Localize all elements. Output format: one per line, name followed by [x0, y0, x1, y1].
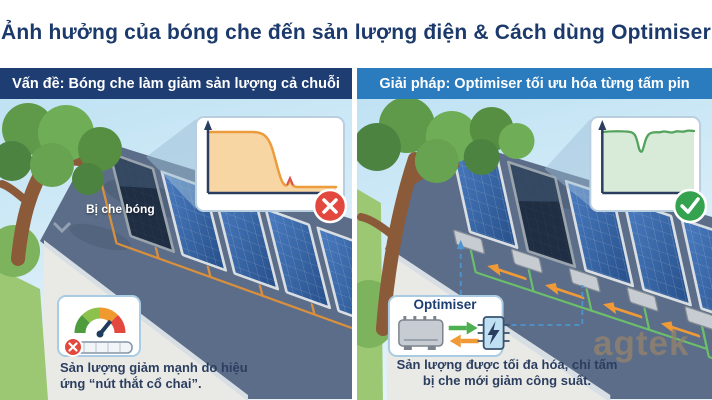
solar-array: [98, 151, 352, 347]
roof-chevron-icon: [52, 221, 72, 234]
x-badge-icon: [312, 188, 348, 224]
output-drop-chart-card: [195, 116, 348, 224]
problem-caption: Sản lượng giảm mạnh do hiệu ứng “nút thắ…: [60, 360, 248, 392]
optimiser-card-title: Optimiser: [413, 297, 477, 312]
solution-caption: Sản lượng được tối đa hóa, chỉ tấm bị ch…: [396, 357, 618, 389]
optimizer-boxes: [453, 229, 712, 331]
gauge-card: [57, 295, 141, 357]
problem-panel: Vấn đề: Bóng che làm giảm sản lượng cả c…: [0, 68, 352, 400]
chart-beam: [544, 119, 591, 207]
progress-x-icon: [63, 337, 83, 357]
arrow-right-icon: [448, 321, 478, 335]
lit-panels: [160, 170, 352, 328]
solution-panel: Giải pháp: Optimiser tối ưu hóa từng tấm…: [357, 68, 712, 400]
dashed-arrowhead-icon: [456, 240, 465, 249]
optimizer-device-icon: [398, 316, 444, 350]
arrow-left-icon: [449, 334, 479, 348]
tree-foliage: [357, 99, 535, 183]
roof-fascia: [44, 240, 248, 400]
tree-foliage: [0, 103, 122, 195]
dashed-links: [459, 249, 584, 326]
brand-watermark: agtek: [593, 324, 690, 363]
tree: [0, 103, 122, 400]
shaded-panel: [108, 151, 176, 253]
gauge-icon: [74, 307, 126, 338]
house-wall: [44, 246, 247, 400]
problem-header: Vấn đề: Bóng che làm giảm sản lượng cả c…: [0, 68, 352, 99]
lit-panels: [449, 141, 712, 326]
shaded-panel-label: Bị che bóng: [86, 202, 155, 216]
tree: [357, 99, 535, 400]
solution-header: Giải pháp: Optimiser tối ưu hóa từng tấm…: [357, 68, 712, 99]
solar-array: [449, 141, 712, 376]
chart-beam: [146, 119, 196, 209]
chart-axes: [206, 129, 336, 195]
green-wire: [469, 248, 712, 376]
page-title: Ảnh hưởng của bóng che đến sản lượng điệ…: [1, 21, 711, 44]
problem-scene: [0, 99, 352, 400]
inverter-bolt-icon: [477, 316, 510, 350]
solution-scene: [357, 99, 712, 400]
string-cable: [98, 173, 352, 347]
power-flow-arrows: [487, 263, 701, 338]
optimiser-card: [387, 295, 510, 357]
output-ok-chart-card: [589, 116, 708, 224]
progress-bar: [63, 337, 133, 357]
shaded-panel: [506, 160, 577, 269]
check-badge-icon: [672, 188, 708, 224]
